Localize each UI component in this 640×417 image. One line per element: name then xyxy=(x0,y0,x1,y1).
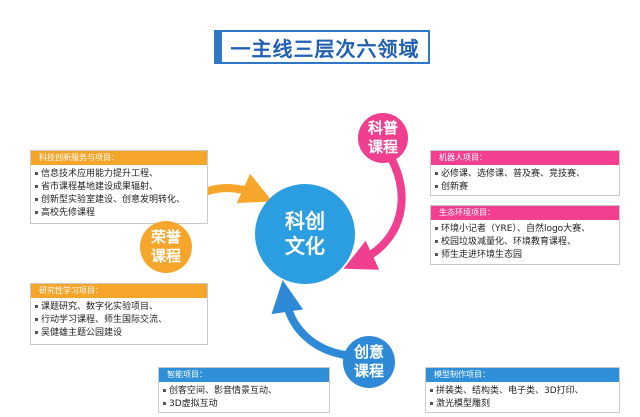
box-shengtai-line-1: 环境小记者（YRE）、自然logo大赛、 xyxy=(435,223,613,236)
box-keji-line-3: 创新型实验室建设、创意发明转化、 xyxy=(35,194,201,207)
circle-kepu: 科普 课程 xyxy=(358,113,408,163)
box-jiqiren-line-1: 必修课、选修课、普及赛、竞技赛、 xyxy=(435,168,613,181)
arrow-blue xyxy=(271,280,349,359)
diagram-title: 一主线三层次六领域 xyxy=(214,30,430,64)
arrow-pink xyxy=(343,156,406,270)
box-keji-chuangxin-header: 科技创新服务与项目： xyxy=(31,151,207,165)
chuangyi-line-1: 创意 xyxy=(353,343,384,362)
rongyu-line-2: 课程 xyxy=(150,247,181,265)
box-shengtai-line-2: 校园垃圾减量化、环境教育课程、 xyxy=(435,236,613,249)
box-shengtai-header: 生态环境项目： xyxy=(431,206,619,220)
box-jiqiren: 机器人项目： 必修课、选修课、普及赛、竞技赛、 创新赛 xyxy=(430,150,620,196)
box-moxing-line-1: 拼装类、结构类、电子类、3D打印、 xyxy=(430,385,613,398)
box-moxing: 模型制作项目： 拼装类、结构类、电子类、3D打印、 激光模型雕刻 xyxy=(425,367,620,413)
center-line-1: 科创 xyxy=(285,209,325,233)
box-yanjiu-line-2: 行动学习课程、师生国际交流、 xyxy=(35,314,201,327)
box-yanjiu-line-3: 吴健雄主题公园建设 xyxy=(35,327,201,340)
box-shengtai: 生态环境项目： 环境小记者（YRE）、自然logo大赛、 校园垃圾减量化、环境教… xyxy=(430,205,620,265)
box-yanjiuxing-header: 研究性学习项目： xyxy=(31,284,207,298)
box-shengtai-line-3: 师生走进环境生态园 xyxy=(435,249,613,262)
box-moxing-header: 模型制作项目： xyxy=(426,368,619,382)
box-jiqiren-header: 机器人项目： xyxy=(431,151,619,165)
box-zhihui-line-2: 3D虚拟互动 xyxy=(163,398,323,411)
box-zhihui: 智能项目： 创客空间、影音情景互动、 3D虚拟互动 xyxy=(158,367,330,413)
box-zhihui-line-1: 创客空间、影音情景互动、 xyxy=(163,385,323,398)
chuangyi-line-2: 课程 xyxy=(353,362,384,380)
box-keji-line-4: 高校先修课程 xyxy=(35,207,201,220)
box-moxing-line-2: 激光模型雕刻 xyxy=(430,398,613,411)
box-yanjiu-line-1: 课题研究、数字化实验项目、 xyxy=(35,301,201,314)
circle-chuangyi: 创意 课程 xyxy=(343,336,395,388)
rongyu-line-1: 荣誉 xyxy=(150,228,181,247)
box-yanjiuxing: 研究性学习项目： 课题研究、数字化实验项目、 行动学习课程、师生国际交流、 吴健… xyxy=(30,283,208,345)
center-line-2: 文化 xyxy=(285,234,325,258)
box-jiqiren-line-2: 创新赛 xyxy=(435,181,613,194)
circle-rongyu: 荣誉 课程 xyxy=(140,221,192,273)
box-zhihui-header: 智能项目： xyxy=(159,368,329,382)
box-keji-line-1: 信息技术应用能力提升工程、 xyxy=(35,168,201,181)
box-keji-line-2: 省市课程基地建设成果辐射、 xyxy=(35,181,201,194)
kepu-line-1: 科普 xyxy=(367,119,398,138)
center-circle: 科创 文化 xyxy=(255,184,355,284)
box-keji-chuangxin: 科技创新服务与项目： 信息技术应用能力提升工程、 省市课程基地建设成果辐射、 创… xyxy=(30,150,208,224)
kepu-line-2: 课程 xyxy=(367,138,398,156)
